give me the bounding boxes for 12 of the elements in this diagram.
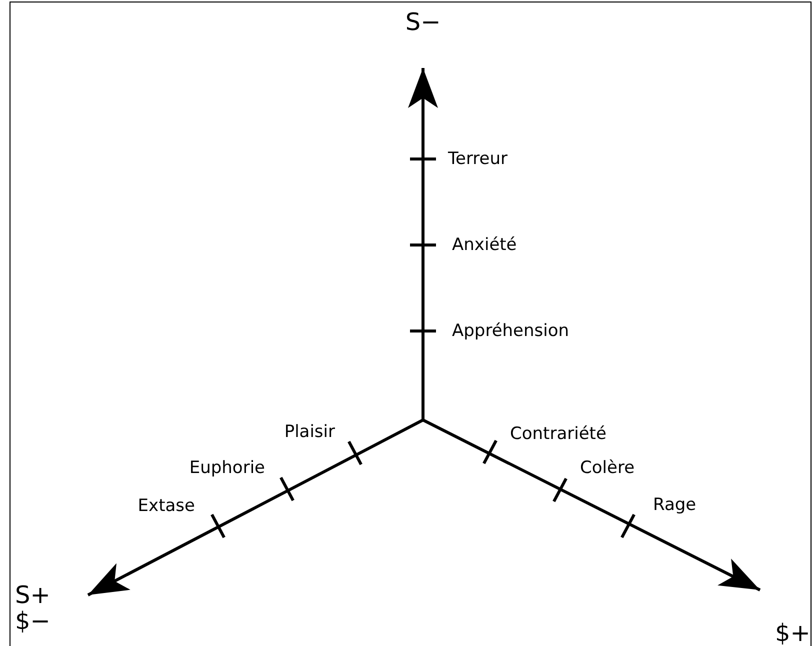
emotion-label: Extase [138,496,195,516]
emotion-label: Anxiété [452,235,517,255]
emotion-label: Plaisir [284,422,335,442]
axis-label: S+ $− [15,582,52,634]
emotion-label: Rage [653,495,696,515]
emotion-label: Contrariété [510,424,606,444]
emotion-label: Colère [580,458,635,478]
axis-label: $+ [775,620,810,646]
emotion-label: Terreur [448,149,508,169]
emotion-label: Euphorie [189,458,265,478]
emotion-label: Appréhension [452,321,570,341]
axis-label: S− [405,9,441,35]
